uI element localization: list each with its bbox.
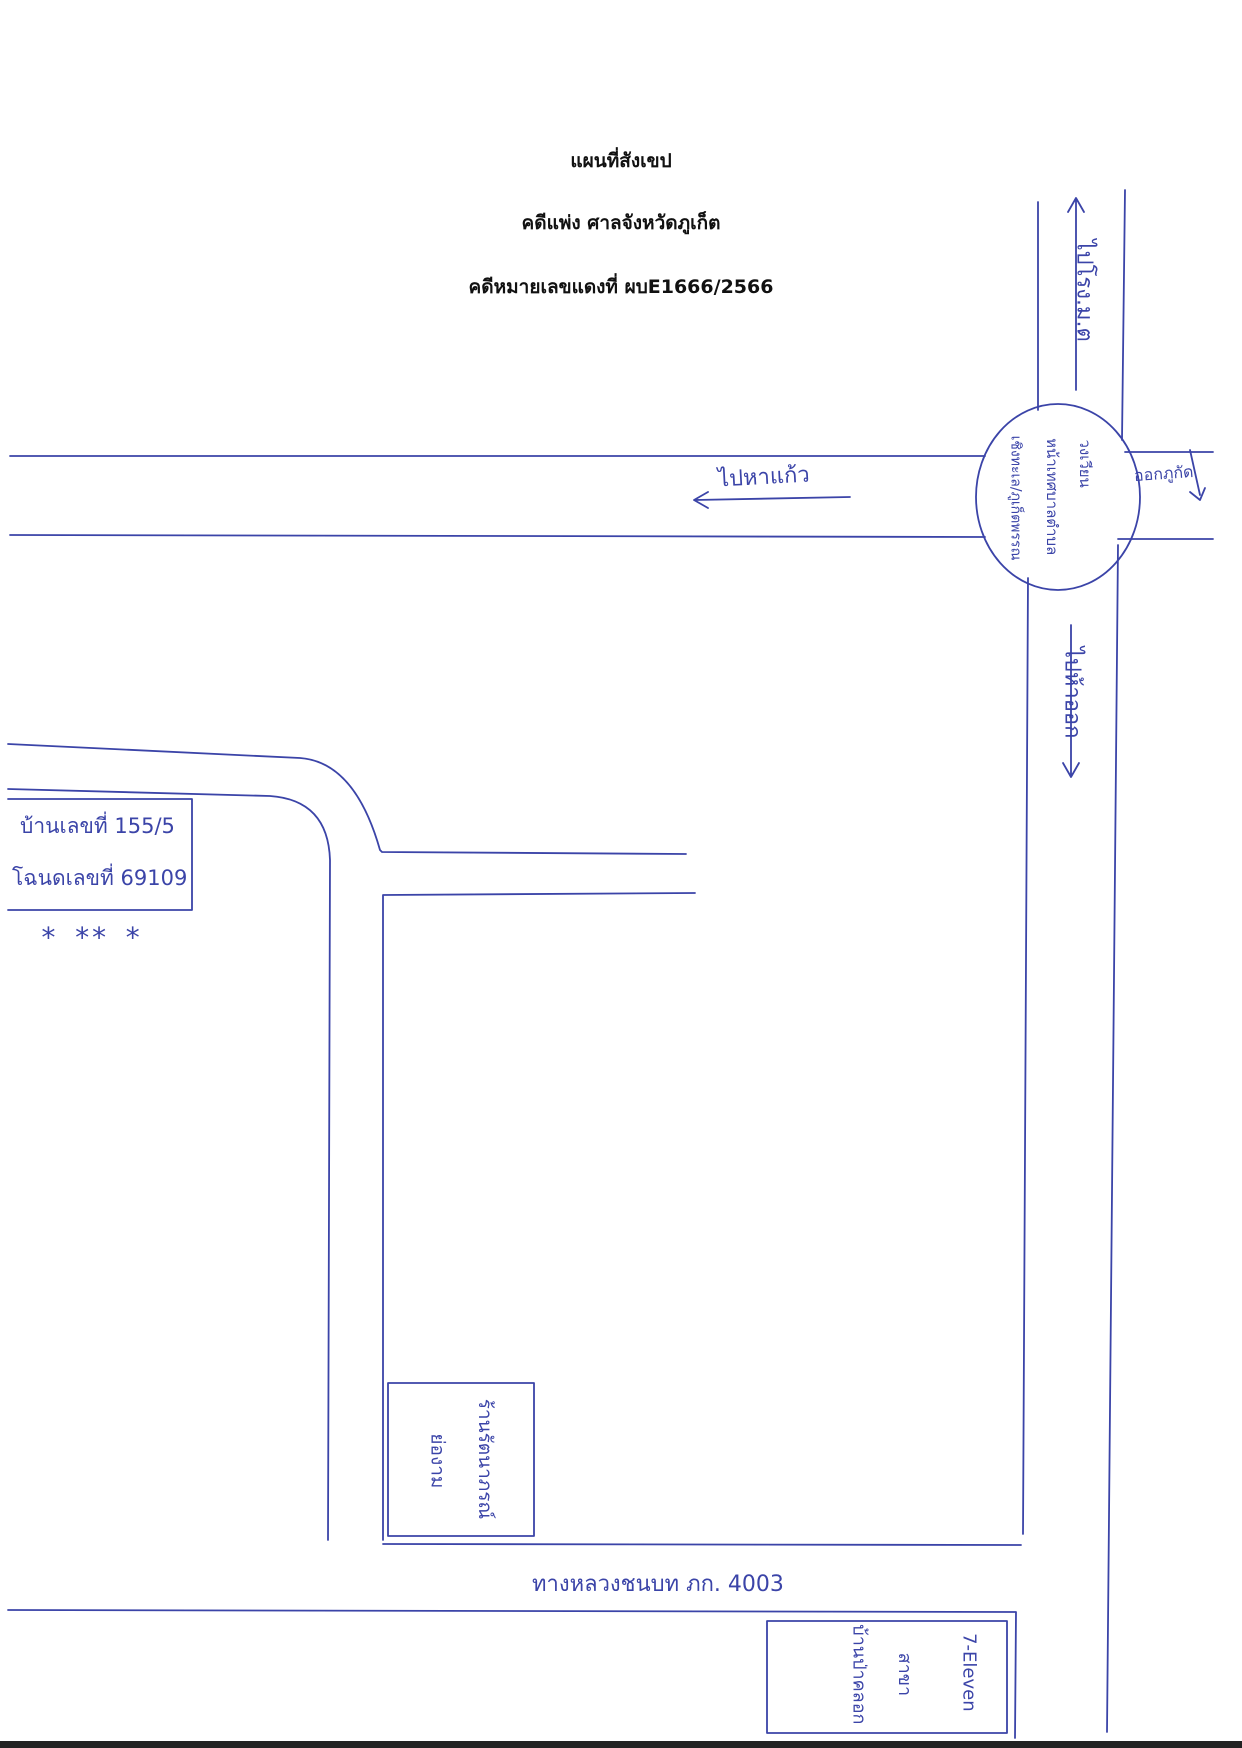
house-box bbox=[7, 798, 193, 911]
shop-box bbox=[387, 1382, 535, 1537]
arrow-down bbox=[1062, 624, 1080, 778]
roundabout-label-3: เชิงทะเล/ภูเก็ตพรรณ bbox=[1007, 435, 1024, 561]
label-to-top: ไปโรง.ม.ต bbox=[1071, 239, 1097, 342]
roundabout-label-2: หน้าเทศบาลตำบล bbox=[1043, 438, 1062, 556]
highway-bottom-edge bbox=[7, 1609, 1017, 1739]
seven-eleven-branch: สาขา bbox=[894, 1652, 916, 1697]
shop-name: ร้านรัตนาภรณ์ bbox=[474, 1398, 497, 1520]
label-to-bottom: ไปห้าออก bbox=[1059, 646, 1085, 739]
south-road-right-edge bbox=[1106, 544, 1119, 1733]
south-road-left-edge bbox=[1022, 577, 1029, 1535]
roundabout-circle bbox=[975, 403, 1141, 591]
main-road-bottom-edge bbox=[9, 534, 1214, 540]
case-number-line: คดีหมายเลขแดงที่ ผบE1666/2566 bbox=[468, 276, 774, 298]
seven-eleven-box bbox=[766, 1620, 1008, 1734]
curved-road-inner bbox=[7, 788, 331, 1541]
case-court-line: คดีแพ่ง ศาลจังหวัดภูเก็ต bbox=[521, 212, 721, 234]
highway-top-edge bbox=[382, 1543, 1022, 1546]
asterisk-marks: * ** * bbox=[40, 921, 142, 954]
house-number: บ้านเลขที่ 155/5 bbox=[20, 814, 175, 838]
side-road-lower-edge bbox=[382, 892, 696, 1541]
scan-edge bbox=[0, 1741, 1242, 1748]
north-road-right-edge bbox=[1121, 189, 1126, 441]
shop-name-2: ย่องาม bbox=[426, 1433, 449, 1489]
arrow-up bbox=[1067, 197, 1085, 391]
curved-road-outer bbox=[7, 743, 687, 855]
map-title: แผนที่สังเขป bbox=[570, 150, 672, 172]
label-to-left: ไปหาแก้ว bbox=[717, 462, 811, 493]
arrow-right bbox=[1189, 449, 1206, 501]
seven-eleven-location: บ้านป่าคลอก bbox=[848, 1624, 870, 1725]
arrow-left bbox=[693, 491, 851, 509]
highway-label: ทางหลวงชนบท ภก. 4003 bbox=[532, 1572, 784, 1597]
main-road-top-edge bbox=[9, 451, 1214, 457]
roundabout-label-1: วงเวียน bbox=[1075, 439, 1094, 488]
seven-eleven-name: 7-Eleven bbox=[958, 1633, 980, 1712]
land-title-number: โฉนดเลขที่ 69109 bbox=[12, 866, 188, 890]
